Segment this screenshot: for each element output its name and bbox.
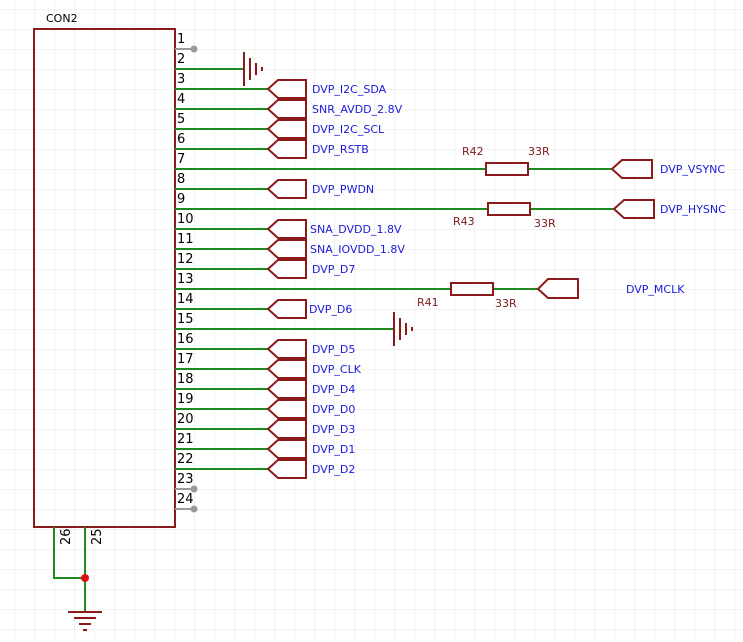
pin-number-12: 12 — [177, 252, 194, 267]
junction-dot — [81, 574, 89, 582]
net-label-dvp-d6: DVP_D6 — [309, 303, 352, 316]
pin-number-9: 9 — [177, 192, 185, 207]
ground-icon-bottom[interactable] — [68, 611, 102, 631]
resistor-ref-r43: R43 — [453, 215, 475, 228]
pin-number-25: 25 — [90, 528, 105, 545]
nc-pin24 — [190, 505, 198, 513]
pin-number-17: 17 — [177, 352, 194, 367]
net-label-snr-avdd: SNR_AVDD_2.8V — [312, 103, 403, 116]
resistor-ref-r41: R41 — [417, 296, 439, 309]
net-label-dvp-hysnc: DVP_HYSNC — [660, 203, 726, 216]
port-dvp-rstb[interactable] — [266, 139, 307, 159]
pin-number-11: 11 — [177, 232, 194, 247]
port-dvp-vsync[interactable] — [610, 159, 653, 179]
net-label-dvp-rstb: DVP_RSTB — [312, 143, 369, 156]
port-dvp-d3[interactable] — [266, 419, 307, 439]
resistor-label-group: R42 33R R43 33R R41 33R — [417, 145, 556, 310]
net-label-dvp-d5: DVP_D5 — [312, 343, 355, 356]
net-label-dvp-d0: DVP_D0 — [312, 403, 355, 416]
pin-number-20: 20 — [177, 412, 194, 427]
pin-number-22: 22 — [177, 452, 194, 467]
pin-number-26: 26 — [59, 528, 74, 545]
net-label-dvp-clk: DVP_CLK — [312, 363, 362, 376]
port-sna-iovdd[interactable] — [266, 239, 307, 259]
port-dvp-i2c-scl[interactable] — [266, 119, 307, 139]
port-dvp-d7[interactable] — [266, 259, 307, 279]
port-dvp-clk[interactable] — [266, 359, 307, 379]
resistor-r42[interactable] — [485, 162, 529, 176]
resistor-value-r41: 33R — [495, 297, 517, 310]
net-label-dvp-pwdn: DVP_PWDN — [312, 183, 374, 196]
connector-body[interactable] — [33, 28, 176, 528]
pin-number-2: 2 — [177, 52, 185, 67]
port-dvp-d6[interactable] — [266, 299, 307, 319]
ground-icon-pin2[interactable] — [243, 52, 263, 86]
pin-number-8: 8 — [177, 172, 185, 187]
pin-number-24: 24 — [177, 492, 194, 507]
resistor-r43[interactable] — [487, 202, 531, 216]
port-group — [266, 79, 655, 479]
port-dvp-pwdn[interactable] — [266, 179, 307, 199]
connector-ref: CON2 — [46, 12, 78, 25]
resistor-value-r43: 33R — [534, 217, 556, 230]
pin-number-7: 7 — [177, 152, 185, 167]
port-dvp-d1[interactable] — [266, 439, 307, 459]
net-label-dvp-vsync: DVP_VSYNC — [660, 163, 725, 176]
nc-pin-group — [175, 45, 198, 513]
net-label-dvp-d7: DVP_D7 — [312, 263, 355, 276]
pin-number-19: 19 — [177, 392, 194, 407]
ground-symbol-group — [68, 52, 413, 631]
wire-group — [53, 68, 614, 612]
pin-number-13: 13 — [177, 272, 194, 287]
port-dvp-hysnc[interactable] — [612, 199, 655, 219]
pin-number-14: 14 — [177, 292, 194, 307]
nc-pin23 — [190, 485, 198, 493]
net-label-dvp-d1: DVP_D1 — [312, 443, 355, 456]
net-label-group: DVP_I2C_SDA SNR_AVDD_2.8V DVP_I2C_SCL DV… — [309, 83, 726, 476]
ground-icon-pin15[interactable] — [393, 312, 413, 346]
net-label-dvp-i2c-sda: DVP_I2C_SDA — [312, 83, 387, 96]
port-sna-dvdd[interactable] — [266, 219, 307, 239]
net-label-sna-iovdd: SNA_IOVDD_1.8V — [310, 243, 405, 256]
pin-number-15: 15 — [177, 312, 194, 327]
port-dvp-d5[interactable] — [266, 339, 307, 359]
net-label-dvp-i2c-scl: DVP_I2C_SCL — [312, 123, 385, 136]
pin-number-1: 1 — [177, 32, 185, 47]
net-label-dvp-mclk: DVP_MCLK — [626, 283, 685, 296]
net-label-dvp-d3: DVP_D3 — [312, 423, 355, 436]
nc-pin1 — [190, 45, 198, 53]
resistor-value-r42: 33R — [528, 145, 550, 158]
port-dvp-d2[interactable] — [266, 459, 307, 479]
pin-number-3: 3 — [177, 72, 185, 87]
resistor-ref-r42: R42 — [462, 145, 484, 158]
port-dvp-i2c-sda[interactable] — [266, 79, 307, 99]
pin-number-4: 4 — [177, 92, 185, 107]
port-dvp-d4[interactable] — [266, 379, 307, 399]
pin-number-23: 23 — [177, 472, 194, 487]
resistor-r41[interactable] — [450, 282, 494, 296]
pin-number-21: 21 — [177, 432, 194, 447]
pin-number-16: 16 — [177, 332, 194, 347]
pin-number-5: 5 — [177, 112, 185, 127]
port-snr-avdd[interactable] — [266, 99, 307, 119]
wire-pin26[interactable] — [53, 527, 85, 579]
pin-number-6: 6 — [177, 132, 185, 147]
net-label-sna-dvdd: SNA_DVDD_1.8V — [310, 223, 402, 236]
port-dvp-mclk[interactable] — [536, 278, 579, 299]
pin-number-10: 10 — [177, 212, 194, 227]
resistor-group — [450, 162, 531, 296]
net-label-dvp-d4: DVP_D4 — [312, 383, 355, 396]
port-dvp-d0[interactable] — [266, 399, 307, 419]
net-label-dvp-d2: DVP_D2 — [312, 463, 355, 476]
pin-number-18: 18 — [177, 372, 194, 387]
